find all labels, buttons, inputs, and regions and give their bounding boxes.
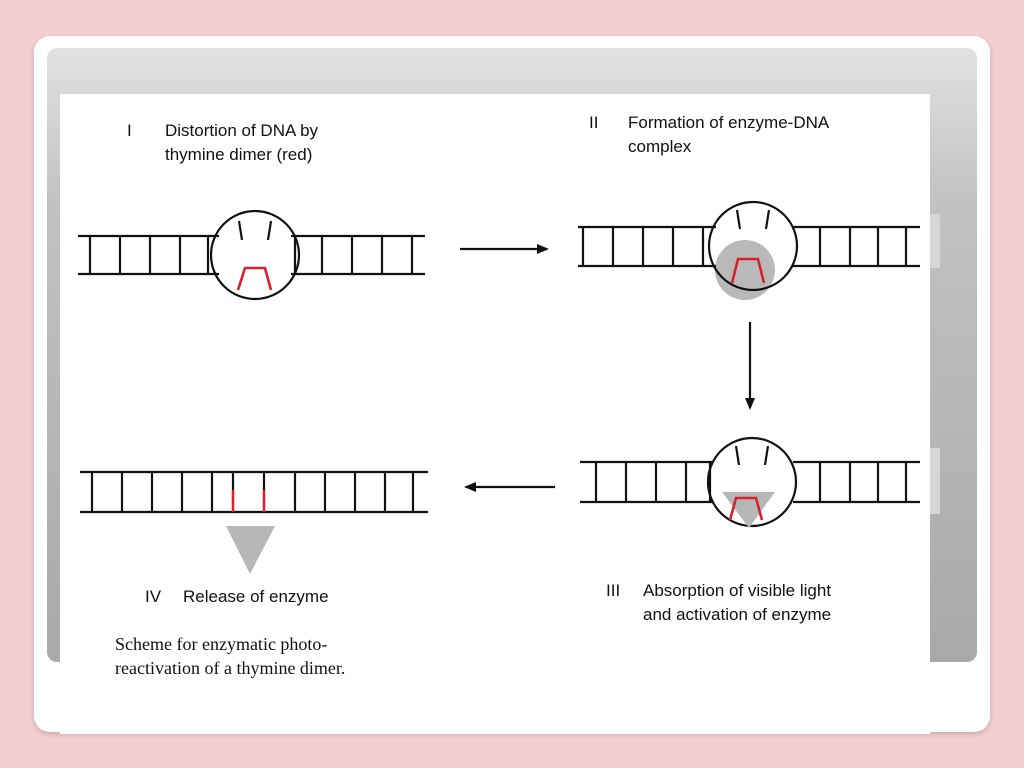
- step-1-label: Distortion of DNA by thymine dimer (red): [165, 121, 319, 164]
- thymine-dimer: [730, 257, 766, 284]
- thymine-dimer: [728, 496, 764, 521]
- step-3-label: Absorption of visible light and activati…: [643, 581, 832, 624]
- released-enzyme: [226, 526, 275, 574]
- enzyme: [715, 240, 775, 300]
- step-4-label: Release of enzyme: [183, 587, 329, 606]
- step-2-numeral: II: [589, 113, 599, 132]
- step-3-numeral: III: [606, 581, 621, 600]
- dna-repaired: [80, 470, 428, 514]
- thymine-dimer: [236, 266, 273, 291]
- repaired-thymines: [231, 472, 266, 512]
- dna-activated-complex: [580, 436, 920, 528]
- scan-edge: [930, 448, 940, 514]
- dna-distorted: [78, 209, 425, 301]
- step-4-numeral: IV: [145, 587, 162, 606]
- step-2-label: Formation of enzyme-DNA complex: [628, 113, 830, 156]
- step-1-numeral: I: [127, 121, 132, 140]
- scan-edge: [930, 214, 940, 268]
- dna-enzyme-complex: [578, 200, 920, 292]
- figure-page: [60, 94, 930, 734]
- figure-caption: Scheme for enzymatic photo- reactivation…: [115, 634, 346, 678]
